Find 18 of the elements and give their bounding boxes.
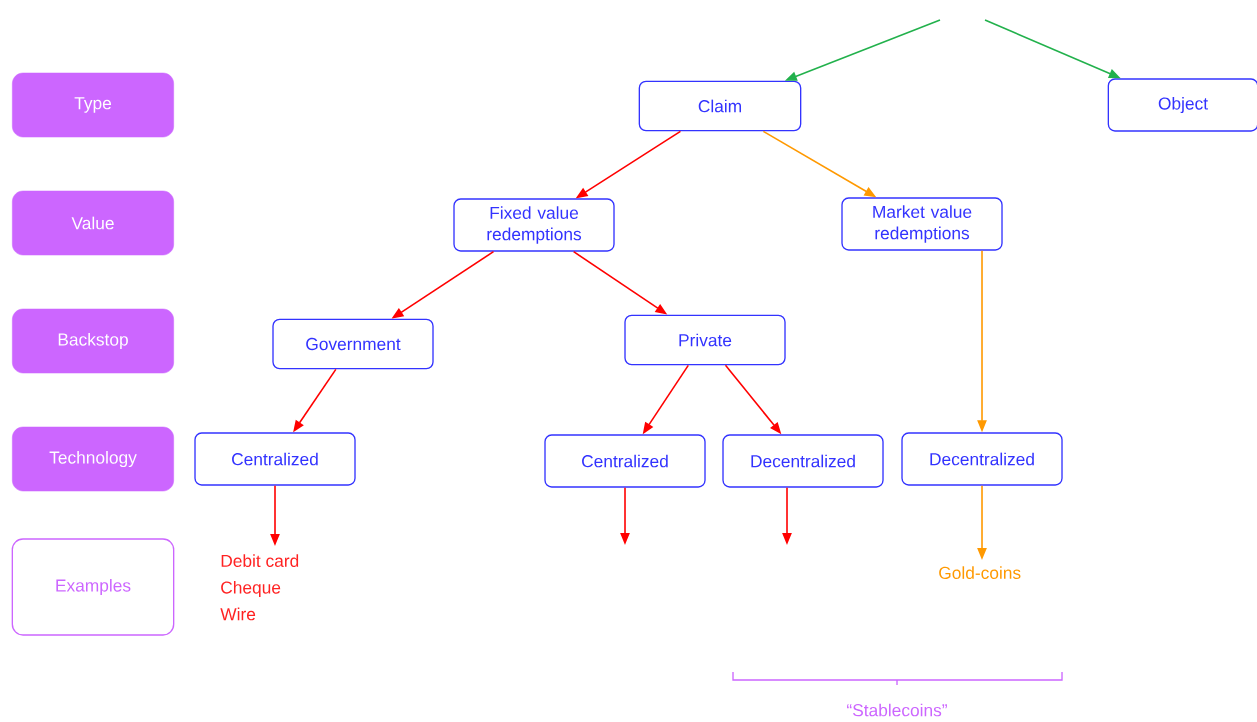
row-label-box: Backstop	[12, 308, 174, 374]
row-label-box: Technology	[12, 426, 174, 492]
process-box: Fixed value redemptions	[453, 198, 615, 252]
process-box: Government	[272, 318, 434, 370]
process-box: Decentralized	[901, 432, 1063, 486]
row-label-box: Value	[12, 190, 174, 256]
bracket-label: “Stablecoins”	[847, 703, 947, 717]
process-box: Object	[1107, 78, 1257, 132]
process-box: Centralized	[544, 434, 706, 488]
process-box: Claim	[638, 80, 802, 132]
row-label-box: Examples	[11, 538, 175, 636]
process-box: Market value redemptions	[841, 197, 1003, 251]
row-label-box: Type	[12, 72, 174, 138]
process-box: Centralized	[194, 432, 356, 486]
process-box: Private	[624, 314, 786, 366]
example-list: Gold-coins	[939, 566, 1021, 579]
example-list: Debit card Cheque Wire	[220, 554, 299, 621]
process-box: Decentralized	[722, 434, 884, 488]
